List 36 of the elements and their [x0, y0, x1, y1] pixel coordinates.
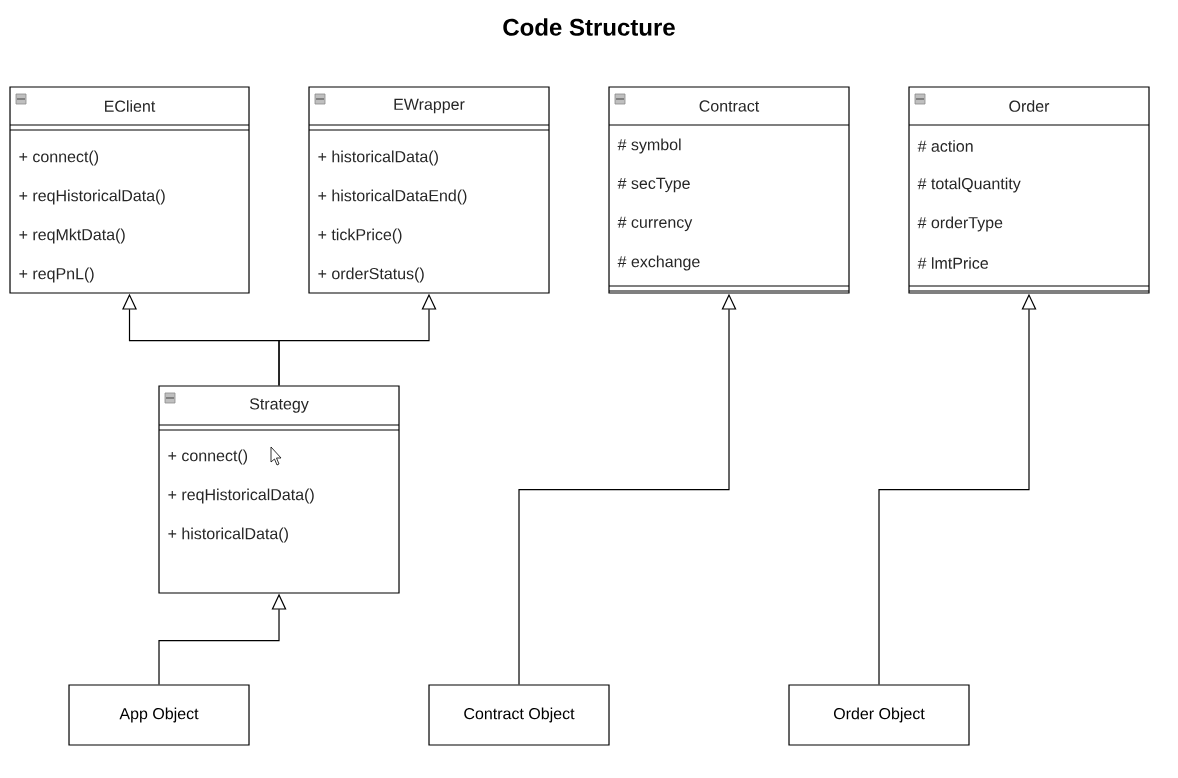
member-text: + reqHistoricalData() — [19, 189, 165, 205]
title: Code Structure — [503, 18, 675, 36]
member-text: + connect() — [19, 150, 99, 166]
class-name: EWrapper — [394, 98, 465, 114]
member-text: + connect() — [168, 449, 248, 465]
member-text: + orderStatus() — [318, 267, 424, 283]
member-text: + reqHistoricalData() — [168, 488, 314, 504]
member-text: # totalQuantity — [917, 177, 1021, 193]
object-name: Order Object — [833, 707, 925, 723]
class-box — [608, 86, 850, 294]
object-name: App Object — [119, 707, 199, 723]
member-text: + historicalData() — [168, 527, 288, 543]
member-text: # exchange — [617, 255, 700, 271]
class-box — [158, 385, 400, 594]
member-text: + historicalData() — [318, 150, 438, 166]
object-box — [788, 684, 970, 746]
object-box — [68, 684, 250, 746]
member-text: # symbol — [617, 138, 681, 154]
member-text: # currency — [617, 216, 693, 232]
class-name: Order — [1009, 100, 1050, 112]
member-text: + tickPrice() — [318, 228, 402, 244]
member-text: # orderType — [917, 216, 1003, 232]
class-name: Strategy — [249, 398, 309, 413]
class-box — [308, 86, 550, 294]
class-name: Contract — [699, 100, 760, 112]
member-text: # lmtPrice — [917, 257, 988, 269]
member-text: # secType — [617, 177, 690, 193]
class-box — [908, 86, 1150, 294]
member-text: + reqPnL() — [19, 267, 94, 283]
member-text: + historicalDataEnd() — [318, 189, 467, 205]
object-box — [428, 684, 610, 746]
class-name: EClient — [105, 100, 156, 112]
class-box — [9, 86, 250, 294]
object-name: Contract Object — [464, 707, 575, 723]
member-text: # action — [917, 140, 973, 152]
member-text: + reqMktData() — [19, 228, 125, 244]
